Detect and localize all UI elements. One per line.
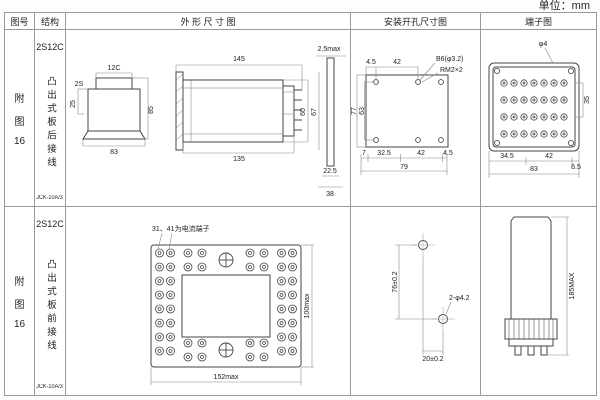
terminal-block-shape <box>488 62 580 152</box>
outline-drawing-front-wiring: 31、41为电流端子 100max 152max <box>150 224 314 385</box>
row1-install-cell: 4.5 42 B6(φ3.2) RM2×2 77 63 7 32.5 42 4.… <box>351 30 481 207</box>
dim-label: 42 <box>545 153 553 160</box>
cutout-shape <box>365 74 449 148</box>
structure-code: JCK-10A/3 <box>36 195 64 201</box>
dim-label: 60 <box>300 108 307 116</box>
row2-terminal-cell: 185MAX <box>481 207 597 396</box>
header-structure: 结构 <box>35 13 66 30</box>
dim-label: 6.5 <box>571 164 581 171</box>
dimension-table: 图号 结构 外 形 尺 寸 图 安装开孔尺寸图 端子图 附 图 16 2S12C… <box>4 12 597 396</box>
unit-label: 单位：mm <box>538 0 590 12</box>
mount-screw-symbols <box>218 252 234 358</box>
dim-label: 135 <box>233 156 245 163</box>
fig-char: 附 <box>14 93 25 105</box>
dim-label: 145 <box>233 56 245 63</box>
top-terminal-strip <box>183 248 269 272</box>
structure-code: JCK-10A/3 <box>36 384 64 390</box>
dim-label: 22.5 <box>323 168 337 175</box>
fig-char: 图 <box>14 116 25 128</box>
hole-count-note: 2-φ4.2 <box>449 295 470 302</box>
hole-spec-note: B6(φ3.2) <box>436 56 464 63</box>
structure-model: 2S12C <box>36 42 64 52</box>
dim-label: 77 <box>351 107 358 115</box>
terminal-diagram-rear: φ4 34.5 42 6.5 83 35 <box>488 41 591 178</box>
dim-label: 4.5 <box>366 59 376 66</box>
dim-label: 7 <box>362 150 366 157</box>
outline-drawing-rear-wiring: 12C 2S 25 83 85 145 135 60 67 2.5max 22.… <box>70 46 346 198</box>
dim-label: 4.5 <box>443 150 453 157</box>
dimension-lines <box>488 47 584 178</box>
base-ribs <box>508 319 554 339</box>
row2-fig-no: 附 图 16 <box>5 207 35 396</box>
structure-desc: 凸出式板前接线 <box>45 259 56 354</box>
install-drawing-rear-wiring: 4.5 42 B6(φ3.2) RM2×2 77 63 7 32.5 42 4.… <box>351 56 464 175</box>
dim-label: 20±0.2 <box>422 356 443 363</box>
dimension-lines <box>356 62 448 175</box>
header-install: 安装开孔尺寸图 <box>351 13 481 30</box>
relay-front-shape <box>150 244 302 368</box>
dim-label: 100max <box>304 293 311 318</box>
row1-outline-cell: 12C 2S 25 83 85 145 135 60 67 2.5max 22.… <box>66 30 351 207</box>
row2-install-cell: 76±0.2 2-φ4.2 20±0.2 <box>351 207 481 396</box>
row2-structure: 2S12C 凸出式板前接线 JCK-10A/3 <box>35 207 66 396</box>
fig-char: 16 <box>13 135 26 147</box>
row2-outline-cell: 31、41为电流端子 100max 152max <box>66 207 351 396</box>
dimension-lines <box>395 244 452 355</box>
dim-label: 152max <box>214 374 239 381</box>
dim-label: 83 <box>530 166 538 173</box>
dim-label: 38 <box>326 191 334 198</box>
left-terminal-strip <box>155 248 175 356</box>
dim-label: 76±0.2 <box>392 271 399 292</box>
dim-label: 42 <box>393 59 401 66</box>
corner-screws <box>493 68 575 147</box>
dim-label: 63 <box>359 107 366 115</box>
current-terminal-note: 31、41为电流端子 <box>152 224 210 233</box>
dim-label: 2S <box>75 81 84 88</box>
structure-model: 2S12C <box>36 219 64 229</box>
relay-outline-shapes <box>82 57 335 167</box>
pin-diameter-note: φ4 <box>539 41 548 48</box>
dimension-lines <box>150 232 314 385</box>
row1-fig-no: 附 图 16 <box>5 30 35 207</box>
dim-label: 185MAX <box>569 272 576 299</box>
dim-label: 42 <box>417 150 425 157</box>
fig-char: 附 <box>14 276 25 288</box>
dim-label: 85 <box>148 106 155 114</box>
relay-side-shape <box>504 216 558 356</box>
header-terminal: 端子图 <box>481 13 597 30</box>
dim-label: 2.5max <box>318 46 341 53</box>
dimension-lines <box>77 55 346 188</box>
dim-label: 32.5 <box>377 150 391 157</box>
structure-desc: 凸出式板后接线 <box>45 76 56 171</box>
right-terminal-strip <box>277 248 297 356</box>
dim-label: 83 <box>110 149 118 156</box>
dim-label: 12C <box>108 65 121 72</box>
fig-char: 图 <box>14 299 25 311</box>
dim-label: 34.5 <box>500 153 514 160</box>
row1-terminal-cell: φ4 34.5 42 6.5 83 35 <box>481 30 597 207</box>
mounting-holes <box>373 79 444 143</box>
detail-lines <box>175 73 293 142</box>
terminal-diagram-side: 185MAX <box>504 216 576 356</box>
dim-label: 35 <box>584 96 591 104</box>
row1-structure: 2S12C 凸出式板后接线 JCK-10A/3 <box>35 30 66 207</box>
header-fig-no: 图号 <box>5 13 35 30</box>
centerlines <box>411 233 455 331</box>
header-outline: 外 形 尺 寸 图 <box>66 13 351 30</box>
dimension-lines <box>547 216 569 356</box>
bottom-terminal-strip <box>183 338 269 362</box>
fig-char: 16 <box>13 318 26 330</box>
install-drawing-front-wiring: 76±0.2 2-φ4.2 20±0.2 <box>392 233 470 363</box>
tap-spec-note: RM2×2 <box>440 67 463 74</box>
dim-label: 25 <box>70 100 77 108</box>
dim-label: 67 <box>311 108 318 116</box>
dim-label: 79 <box>400 164 408 171</box>
terminal-pin-grid <box>500 79 568 138</box>
